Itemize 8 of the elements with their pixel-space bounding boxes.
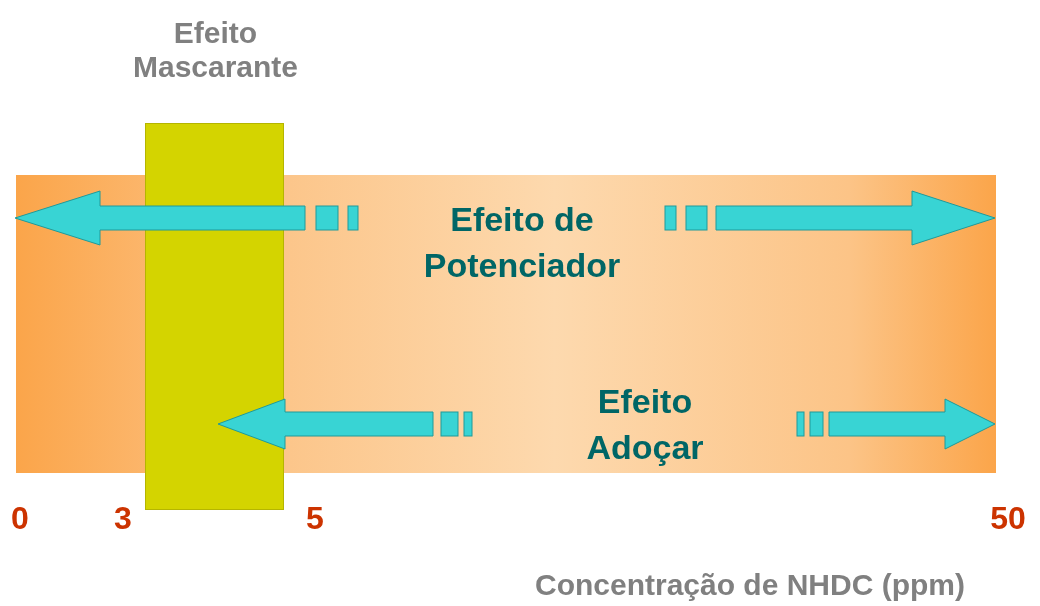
effect-label: Efeito Adoçar xyxy=(585,381,705,468)
range-heading: Efeito Mascarante xyxy=(131,16,300,84)
effect-label: Efeito de Potenciador xyxy=(422,199,622,286)
axis-tick-label: 3 xyxy=(113,499,133,538)
axis-title: Concentração de NHDC (ppm) xyxy=(533,567,966,603)
axis-tick-label: 50 xyxy=(989,499,1027,538)
axis-tick-label: 5 xyxy=(305,499,325,538)
axis-tick-label: 0 xyxy=(10,499,30,538)
